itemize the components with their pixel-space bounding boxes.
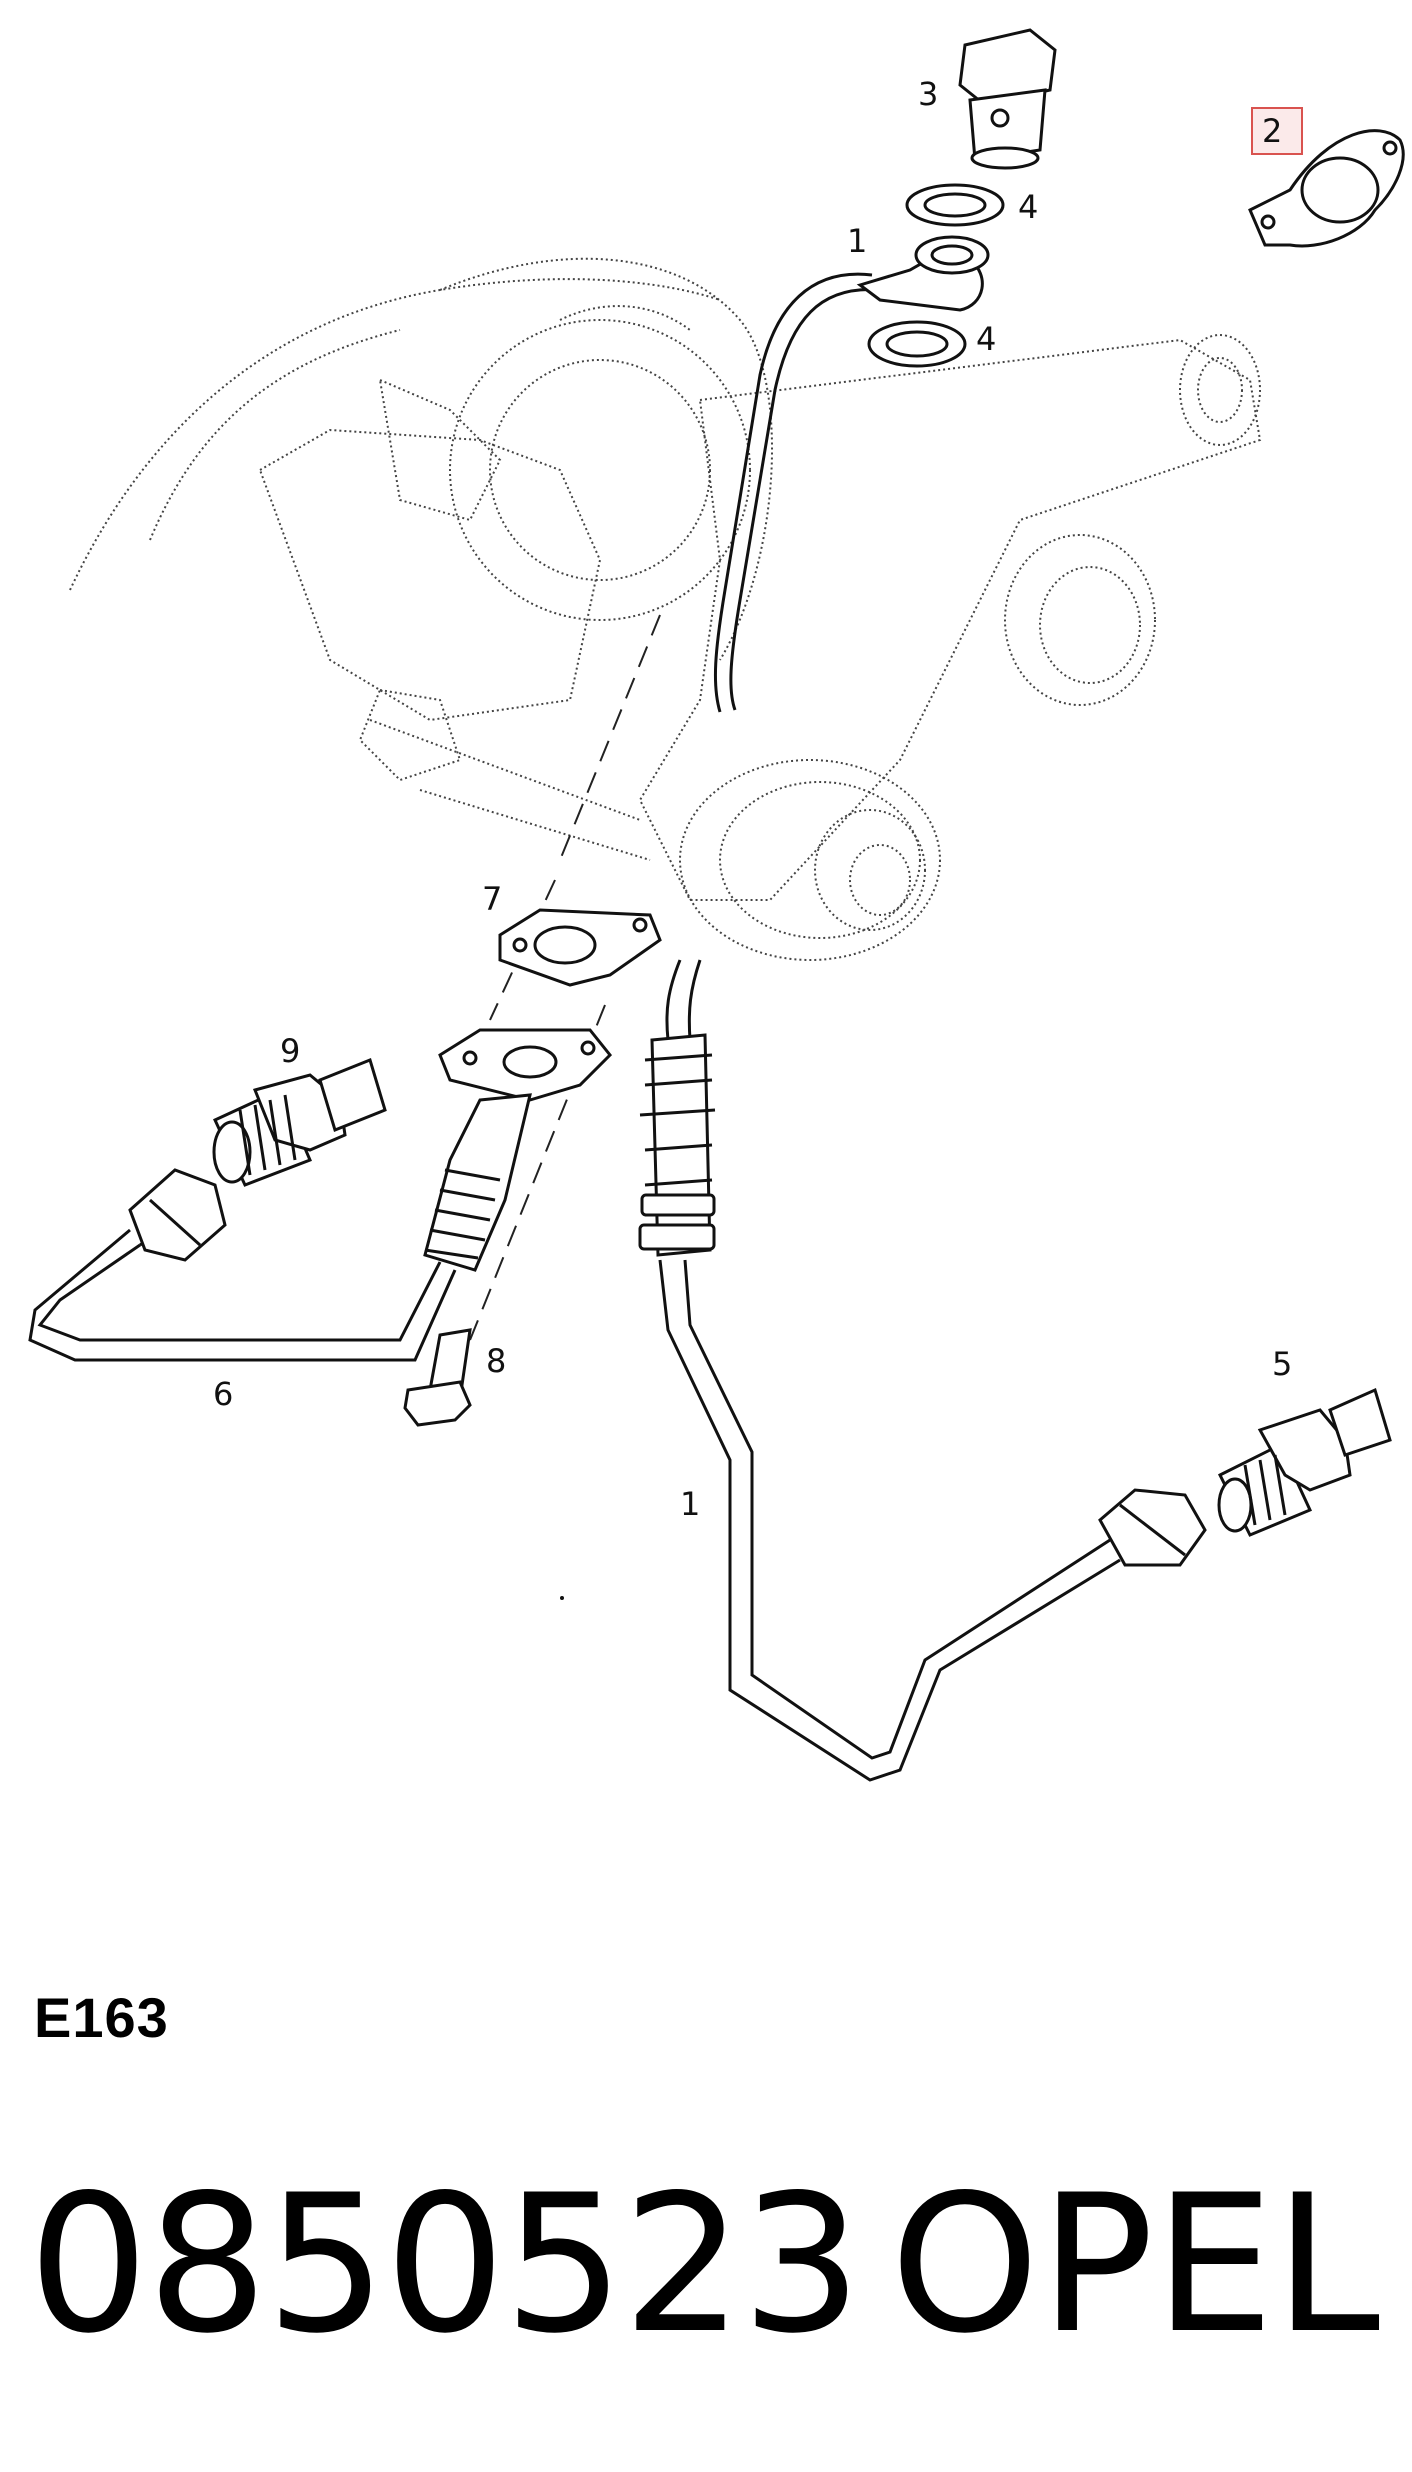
callout-6: 6 (213, 1375, 233, 1413)
oil-feed-pipe-upper (713, 235, 990, 713)
oil-return-pipe (28, 1223, 457, 1362)
callout-9: 9 (280, 1032, 300, 1070)
rubber-hose-section (638, 1033, 716, 1257)
sealing-ring-lower (867, 320, 967, 368)
bolt-8 (403, 1328, 472, 1427)
union-nut-right (1098, 1488, 1207, 1567)
stray-dot (560, 1596, 564, 1600)
callout-7: 7 (482, 880, 502, 918)
adaptor-fitting-9 (212, 1057, 387, 1187)
part-2-highlight (1251, 107, 1303, 155)
diagram-code: E163 (34, 1986, 169, 2049)
exploded-parts-diagram: 1 2 3 4 4 1 7 9 6 8 5 (28, 28, 1405, 1782)
oil-feed-pipe-lower (658, 959, 1121, 1782)
banjo-bolt (958, 28, 1057, 170)
callout-8: 8 (486, 1342, 506, 1380)
callout-4-lower: 4 (976, 320, 996, 358)
part-number: 0850523 (28, 2154, 862, 2375)
brand-name: OPEL (890, 2154, 1381, 2375)
turbocharger-housing (69, 257, 1262, 961)
flange-gasket (1248, 129, 1405, 248)
adaptor-fitting-5 (1217, 1387, 1392, 1537)
oil-return-bellows (423, 1093, 532, 1272)
sealing-ring-upper (905, 183, 1005, 227)
callout-2: 2 (1262, 112, 1282, 150)
callout-5: 5 (1272, 1345, 1292, 1383)
callout-4-upper: 4 (1018, 188, 1038, 226)
callout-1-lower: 1 (680, 1485, 700, 1523)
union-nut-left (128, 1168, 227, 1262)
callout-3: 3 (918, 75, 938, 113)
callout-1-upper: 1 (847, 222, 867, 260)
oil-return-flange (438, 1028, 613, 1102)
oil-return-gasket (498, 908, 662, 987)
